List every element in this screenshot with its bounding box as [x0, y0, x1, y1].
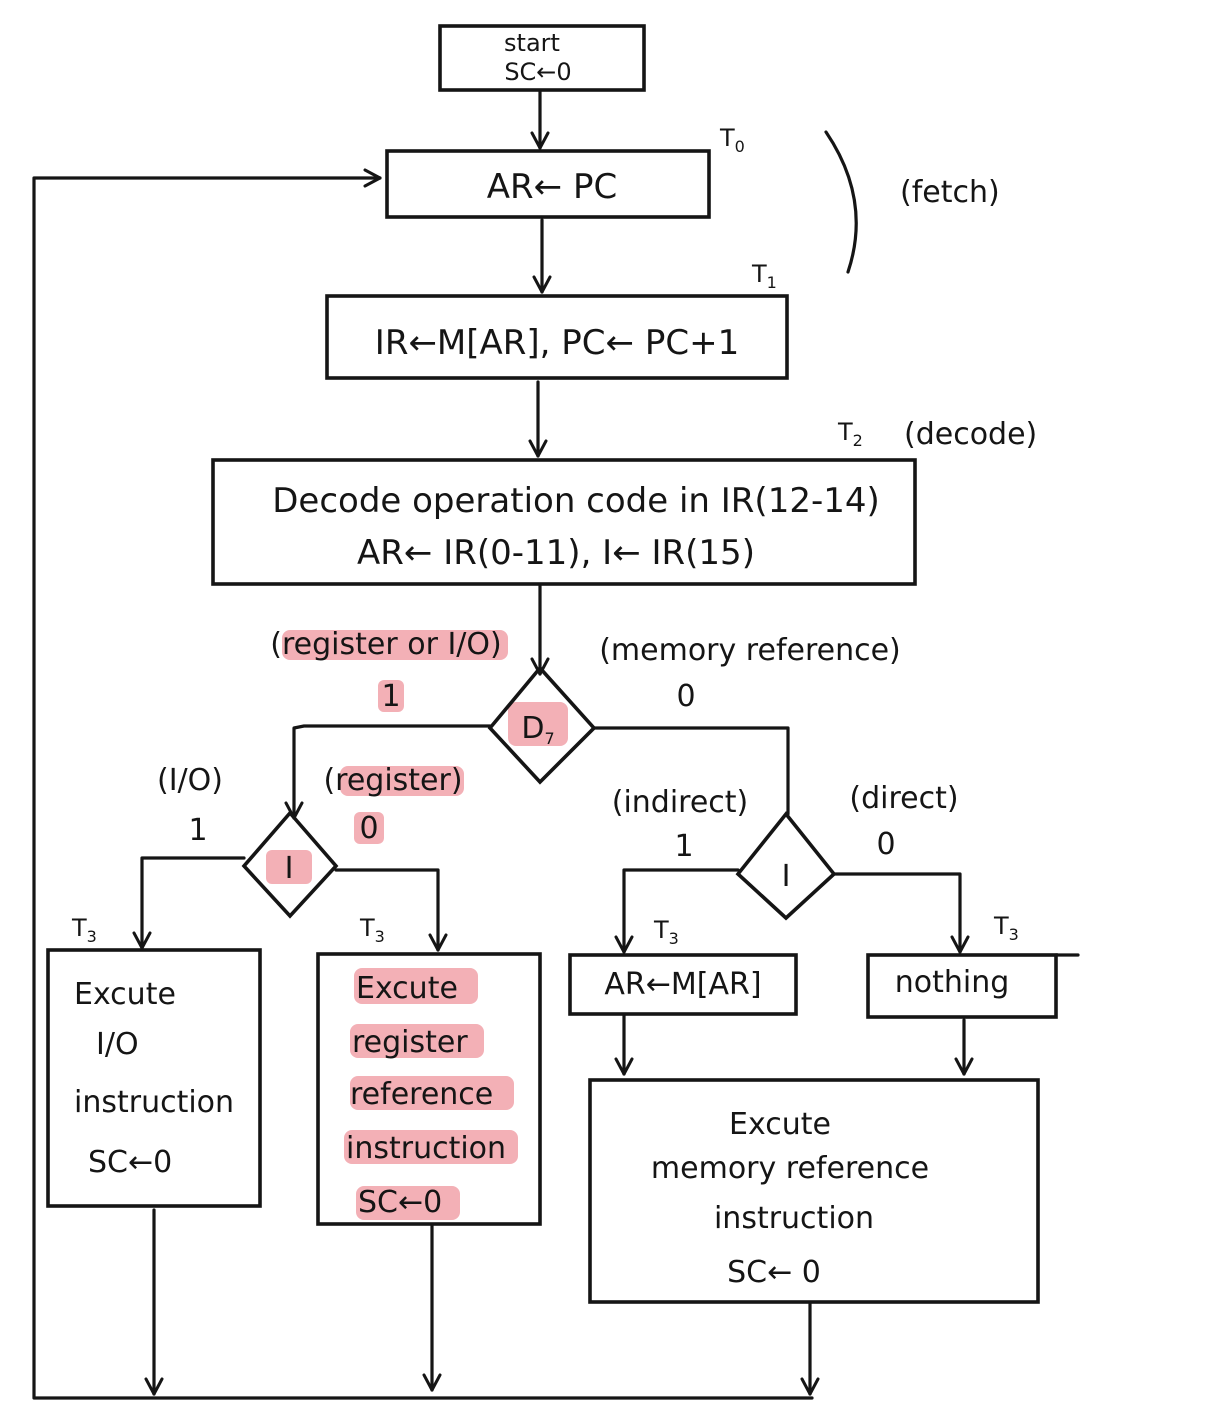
mem-box-line-1: Excute [729, 1107, 831, 1142]
start-label: start [504, 29, 560, 57]
io-box-line-1: Excute [74, 977, 176, 1012]
direct-box [866, 953, 1058, 1019]
reg-box-line-2: register [352, 1025, 468, 1060]
t3-label-direct: T3 [993, 912, 1019, 944]
highlight-marks [266, 630, 568, 1220]
fetch-phase-label: (fetch) [900, 175, 1000, 210]
fetch-ir-box [325, 294, 789, 380]
d7-left-label: (register or I/O) [270, 627, 501, 662]
t3-label-indirect: T3 [653, 916, 679, 948]
decode-line-2: AR← IR(0-11), I← IR(15) [357, 533, 755, 573]
mem-box-line-2: memory reference [651, 1151, 929, 1186]
fetch-ar-pc-box [385, 149, 711, 219]
d7-right-label: (memory reference) [599, 633, 901, 668]
i-left-left-value: 1 [188, 813, 207, 848]
io-box-line-4: SC←0 [88, 1145, 172, 1180]
decode-phase-label: (decode) [904, 417, 1037, 452]
t3-label-io: T3 [71, 914, 97, 946]
mem-box-line-3: instruction [714, 1201, 874, 1236]
indirect-box [568, 953, 798, 1016]
reg-box-line-4: instruction [346, 1131, 506, 1166]
d7-right-value: 0 [676, 679, 695, 714]
reg-box-line-1: Excute [356, 971, 458, 1006]
t3-label-register: T3 [359, 914, 385, 946]
d7-symbol: D7 [521, 711, 554, 748]
reg-box-line-3: reference [350, 1077, 493, 1112]
memory-instruction-box [588, 1078, 1040, 1304]
i-left-symbol: I [285, 851, 294, 886]
fetch-bracket [824, 130, 858, 274]
i-left-decision-diamond [241, 810, 339, 919]
i-right-left-label: (indirect) [612, 785, 749, 820]
start-box [438, 24, 646, 92]
i-right-right-label: (direct) [849, 781, 958, 816]
i-right-decision-diamond [735, 811, 837, 921]
register-instruction-box [316, 952, 542, 1226]
decode-line-1: Decode operation code in IR(12-14) [272, 481, 880, 521]
connectors [32, 90, 974, 1400]
i-right-symbol: I [782, 859, 791, 894]
fetch-ar-pc-text: AR← PC [487, 167, 617, 207]
indirect-box-text: AR←M[AR] [604, 967, 761, 1002]
fetch-ir-text: IR←M[AR], PC← PC+1 [375, 323, 739, 363]
start-sc-reset: SC←0 [504, 58, 571, 86]
io-box-line-3: instruction [74, 1085, 234, 1120]
i-left-right-value: 0 [359, 811, 378, 846]
t2-label: T2 [837, 418, 863, 450]
io-instruction-box [46, 948, 262, 1208]
i-left-right-label: (register) [323, 763, 462, 798]
reg-box-line-5: SC←0 [358, 1185, 442, 1220]
decode-box [211, 458, 917, 586]
mem-box-line-4: SC← 0 [727, 1255, 821, 1290]
d7-left-value: 1 [381, 679, 400, 714]
t1-label: T1 [751, 260, 777, 292]
d7-decision-diamond [487, 665, 597, 785]
i-right-right-value: 0 [876, 827, 895, 862]
t0-label: T0 [719, 124, 745, 156]
i-right-left-value: 1 [674, 829, 693, 864]
io-box-line-2: I/O [96, 1027, 139, 1062]
i-left-left-label: (I/O) [157, 763, 223, 798]
direct-box-text: nothing [895, 965, 1010, 1000]
